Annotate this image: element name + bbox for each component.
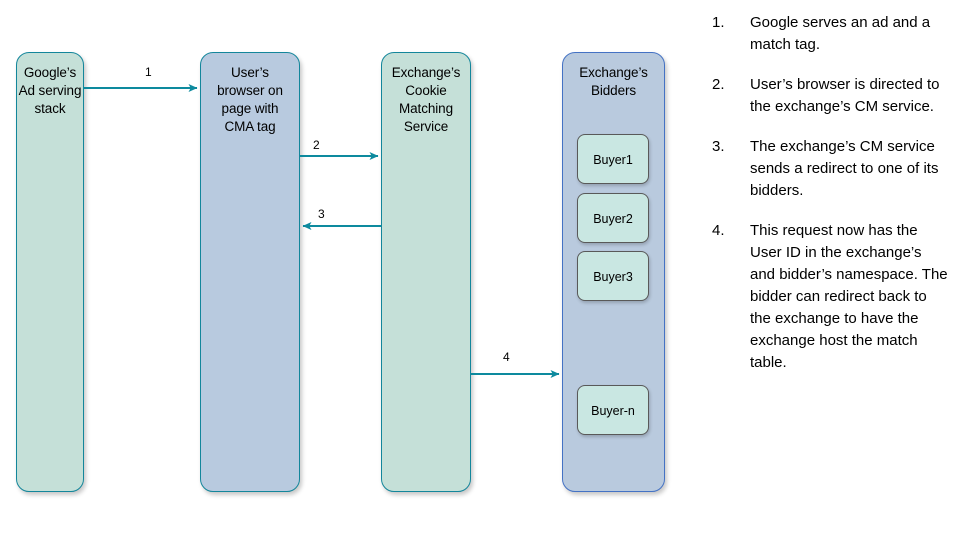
list-item: 2. User’s browser is directed to the exc… [712, 74, 950, 118]
buyer-box[interactable]: Buyer3 [577, 251, 649, 301]
numbered-steps-list: 1. Google serves an ad and a match tag. … [712, 12, 950, 392]
lane-label: Google’s Ad serving stack [18, 65, 82, 116]
lane-label: Exchange’s Cookie Matching Service [391, 65, 461, 134]
buyer-label: Buyer2 [593, 212, 633, 226]
list-item-number: 2. [712, 76, 725, 93]
buyer-label: Buyer-n [591, 404, 635, 418]
arrow-layer [84, 84, 560, 378]
lane-label: User’s browser on page with CMA tag [217, 65, 283, 134]
list-item: 3. The exchange’s CM service sends a red… [712, 136, 950, 202]
list-item-text: The exchange’s CM service sends a redire… [750, 138, 939, 199]
buyer-box[interactable]: Buyer-n [577, 385, 649, 435]
arrow-2-label: 2 [313, 138, 320, 152]
list-item: 1. Google serves an ad and a match tag. [712, 12, 950, 56]
list-item: 4. This request now has the User ID in t… [712, 220, 950, 374]
flow-diagram: Google’s Ad serving stack User’s browser… [16, 52, 665, 492]
arrow-3-label: 3 [318, 207, 325, 221]
lane-exchange-cookie-matching-service[interactable]: Exchange’s Cookie Matching Service [381, 52, 471, 492]
buyer-box[interactable]: Buyer2 [577, 193, 649, 243]
buyer-label: Buyer3 [593, 270, 633, 284]
list-item-number: 3. [712, 138, 725, 155]
list-item-text: This request now has the User ID in the … [750, 222, 948, 371]
buyer-label: Buyer1 [593, 153, 633, 167]
buyer-box[interactable]: Buyer1 [577, 134, 649, 184]
list-item-text: User’s browser is directed to the exchan… [750, 76, 940, 115]
list-item-number: 4. [712, 222, 725, 239]
arrow-1-label: 1 [145, 65, 152, 79]
lane-users-browser[interactable]: User’s browser on page with CMA tag [200, 52, 300, 492]
list-item-number: 1. [712, 14, 725, 31]
lane-label: Exchange’s Bidders [579, 65, 648, 98]
lane-google-ad-serving-stack[interactable]: Google’s Ad serving stack [16, 52, 84, 492]
list-item-text: Google serves an ad and a match tag. [750, 14, 931, 53]
arrow-4-label: 4 [503, 350, 510, 364]
